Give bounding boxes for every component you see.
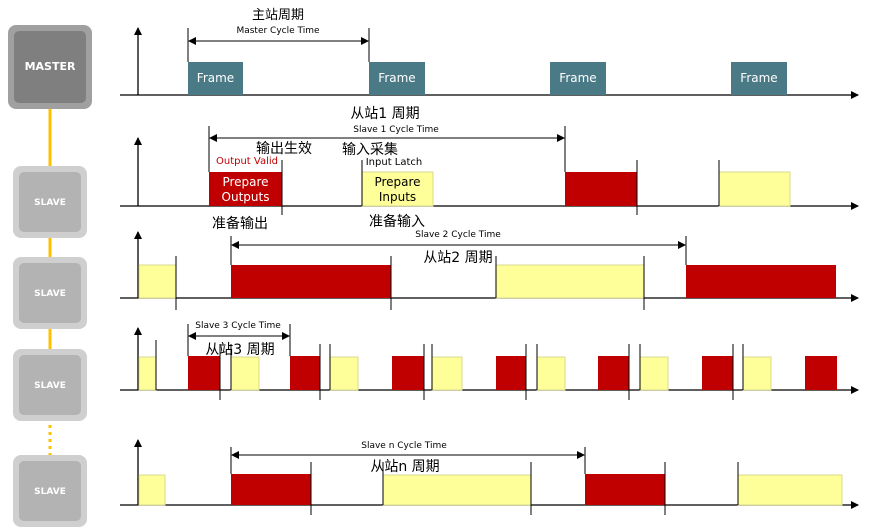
- slave2-yellow-block-2: [495, 264, 645, 299]
- slave3-red-block-12: [702, 356, 733, 390]
- slave3-yellow-block-1: [138, 356, 157, 391]
- node-slave-3: SLAVE: [13, 349, 87, 421]
- prepare-inputs-label-cn: 准备输入: [369, 213, 425, 230]
- slaven-yellow-block-3: [737, 474, 843, 506]
- slave3-red-block-2: [188, 356, 220, 390]
- slave3-yellow-block-11: [639, 356, 669, 391]
- slave3-row: Slave 3 Cycle Time 从站3 周期: [120, 321, 859, 400]
- slaven-yellow-block-2: [382, 474, 532, 506]
- prepare-inputs-line-2: Inputs: [379, 190, 416, 204]
- slave3-yellow-block-9: [536, 356, 566, 391]
- master-frame-1: Frame: [188, 62, 243, 95]
- slave3-yellow-block-7: [431, 356, 463, 391]
- node-slave-n: SLAVE: [13, 455, 87, 527]
- node-slave-1-label: SLAVE: [34, 198, 66, 208]
- frame-label: Frame: [378, 71, 415, 85]
- slaven-cycle-label-en: Slave n Cycle Time: [361, 441, 447, 451]
- node-master-label: MASTER: [25, 60, 76, 73]
- slave2-red-block-1: [231, 265, 391, 298]
- prepare-inputs-line-1: Prepare: [374, 175, 420, 189]
- slave3-yellow-block-13: [742, 356, 772, 391]
- output-valid-label-cn: 输出生效: [256, 141, 312, 157]
- master-frame-2: Frame: [369, 62, 425, 95]
- slaven-cycle-label-cn: 从站n 周期: [370, 459, 439, 475]
- prepare-inputs-block: Prepare Inputs: [361, 171, 434, 207]
- slaven-red-block-2: [585, 474, 665, 505]
- master-frame-3: Frame: [550, 62, 606, 95]
- slaven-yellow-block-1: [138, 474, 166, 506]
- slave3-yellow-block-3: [230, 356, 260, 391]
- master-frame-4: Frame: [731, 62, 787, 95]
- slave1-yellow-block-2: [718, 171, 791, 207]
- node-slave-2-label: SLAVE: [34, 289, 66, 299]
- slaven-row: Slave n Cycle Time 从站n 周期: [120, 439, 859, 515]
- slave1-cycle-label-en: Slave 1 Cycle Time: [353, 125, 439, 135]
- slave1-row: 从站1 周期 Slave 1 Cycle Time 输出生效 Output Va…: [120, 106, 859, 232]
- node-column: MASTER SLAVE SLAVE SLAVE SLAVE: [8, 25, 92, 527]
- input-latch-label: Input Latch: [366, 157, 423, 168]
- slave3-red-block-14: [805, 356, 837, 390]
- prepare-outputs-block: Prepare Outputs: [209, 172, 282, 206]
- slave3-yellow-block-5: [329, 356, 359, 391]
- slave3-cycle-label-cn: 从站3 周期: [205, 342, 274, 358]
- master-cycle-label-en: Master Cycle Time: [236, 26, 320, 36]
- slave3-red-block-10: [598, 356, 629, 390]
- prepare-outputs-line-2: Outputs: [222, 190, 270, 204]
- slave3-red-block-6: [392, 356, 424, 390]
- node-slave-3-label: SLAVE: [34, 381, 66, 391]
- slave3-red-block-4: [290, 356, 320, 390]
- node-slave-n-label: SLAVE: [34, 487, 66, 497]
- node-slave-1: SLAVE: [13, 166, 87, 238]
- master-row: 主站周期 Master Cycle Time Frame Frame Frame…: [120, 8, 859, 99]
- slave2-cycle-label-en: Slave 2 Cycle Time: [415, 230, 501, 240]
- frame-label: Frame: [559, 71, 596, 85]
- slave2-row: Slave 2 Cycle Time 从站2 周期: [120, 230, 859, 310]
- slave2-red-block-2: [686, 265, 836, 298]
- prepare-outputs-label-cn: 准备输出: [212, 215, 268, 232]
- node-slave-2: SLAVE: [13, 257, 87, 329]
- slaven-red-block-1: [231, 474, 311, 505]
- slave2-cycle-label-cn: 从站2 周期: [423, 250, 492, 266]
- frame-label: Frame: [740, 71, 777, 85]
- slave3-cycle-label-en: Slave 3 Cycle Time: [195, 321, 281, 331]
- frame-label: Frame: [197, 71, 234, 85]
- output-valid-label: Output Valid: [216, 156, 278, 167]
- prepare-outputs-line-1: Prepare: [222, 175, 268, 189]
- master-cycle-label-cn: 主站周期: [252, 8, 304, 23]
- node-master: MASTER: [8, 25, 92, 109]
- slave3-blocks: [138, 340, 837, 400]
- input-latch-label-cn: 输入采集: [342, 141, 398, 158]
- slave3-red-block-8: [496, 356, 526, 390]
- slave1-red-block-2: [565, 172, 637, 206]
- slave2-yellow-block-1: [138, 264, 177, 299]
- slave1-cycle-label-cn: 从站1 周期: [350, 106, 419, 122]
